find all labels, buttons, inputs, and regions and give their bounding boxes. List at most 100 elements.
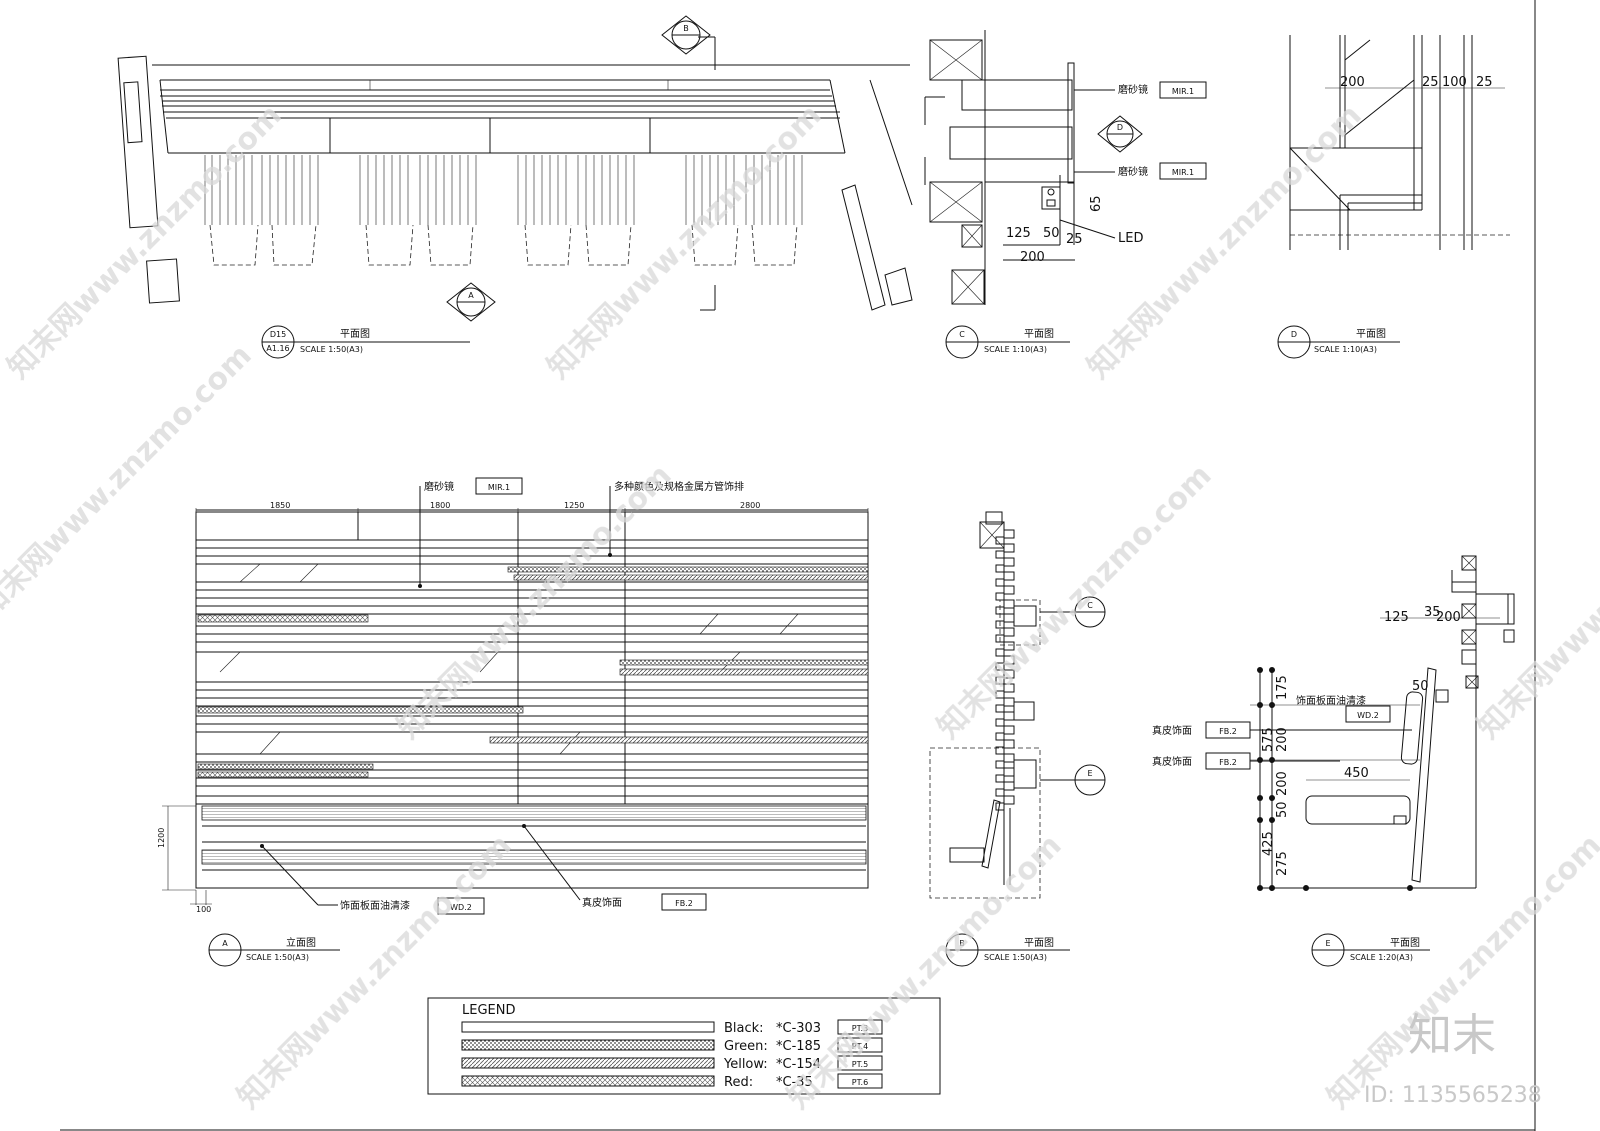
plan-d-annotations: 200 25 100 25 — [1340, 75, 1493, 90]
elev-dim-1200: 1200 — [157, 828, 166, 848]
strip-red-1 — [197, 614, 369, 623]
watermark-4: 知末网www.znzmo.com — [0, 338, 259, 626]
watermark-8: 知末网www.znzmo.com — [231, 828, 519, 1116]
plan-e-dim-425: 425 — [1261, 831, 1276, 856]
plan-c-scale: SCALE 1:10(A3) — [984, 345, 1047, 354]
plan-top-title: 平面图 — [340, 328, 370, 340]
plan-c-dim-25: 25 — [1066, 232, 1083, 247]
plan-c-tag-box-2 — [1159, 162, 1207, 180]
legend-item-4-code: *C-35 — [776, 1075, 813, 1090]
plan-c-tag-2: MIR.1 — [1172, 168, 1194, 177]
view-title-plan-d: D 平面图 SCALE 1:10(A3) — [1277, 325, 1400, 359]
elev-dim-100: 100 — [196, 905, 211, 914]
plan-c-title: 平面图 — [1024, 328, 1054, 340]
elev-top-dim-1: 1850 — [270, 501, 290, 510]
plan-b-title: 平面图 — [1024, 937, 1054, 949]
marker-e-label: E — [1087, 769, 1092, 778]
strip-green-4 — [197, 763, 374, 770]
section-marker-a: A — [446, 282, 496, 322]
elevation-a-drawing — [162, 508, 869, 905]
plan-c-tag-1: MIR.1 — [1172, 87, 1194, 96]
plan-e-note-wood: 饰面板面油清漆 — [1296, 694, 1366, 707]
bench-seat-leather — [201, 849, 867, 865]
section-marker-b: B — [661, 15, 715, 55]
legend-item-1-tag: PT.3 — [852, 1024, 868, 1033]
watermark-1: 知末网www.znzmo.com — [1, 98, 289, 386]
plan-e-annotations: 125 35 200 50 175 575 200 450 200 50 425… — [1152, 605, 1461, 876]
elev-tag-leather: FB.2 — [675, 899, 693, 908]
section-marker-e: E — [1074, 764, 1106, 796]
plan-d-scale: SCALE 1:10(A3) — [1314, 345, 1377, 354]
plan-e-dim-200c: 200 — [1275, 771, 1290, 796]
plan-e-tag-box-wood — [1345, 705, 1391, 723]
plan-top-scale: SCALE 1:50(A3) — [300, 345, 363, 354]
elev-note-wood: 饰面板面油清漆 — [340, 899, 410, 912]
plan-d-dim-100: 100 — [1442, 75, 1467, 90]
legend-item-4-tag: PT.6 — [852, 1078, 868, 1087]
detail-callout-e — [929, 747, 1041, 899]
watermark-9: 知末网www.znzmo.com — [781, 828, 1069, 1116]
legend-item-2-code: *C-185 — [776, 1039, 821, 1054]
legend-item-1-code: *C-303 — [776, 1021, 821, 1036]
elev-tag-box-mirror — [475, 477, 523, 495]
legend-swatch-red — [461, 1075, 715, 1087]
marker-d-label: D — [1117, 123, 1123, 132]
mirror-glass-marks — [219, 563, 799, 755]
legend: LEGEND Black: *C-303 Green: *C-185 Yello… — [427, 997, 941, 1095]
watermark-6: 知末网www.znzmo.com — [931, 458, 1219, 746]
strip-yellow-1 — [513, 574, 869, 581]
watermark-10: 知末网www.znzmo.com — [1321, 828, 1600, 1116]
plan-c-dim-50: 50 — [1043, 226, 1060, 241]
plan-e-note-leather-1: 真皮饰面 — [1152, 724, 1192, 737]
strip-green-2 — [619, 659, 869, 666]
plan-b-drawing — [929, 511, 1075, 899]
plan-e-dim-200b: 200 — [1275, 727, 1290, 752]
legend-swatch-yellow — [461, 1057, 715, 1069]
view-title-plan-top: D15 A1.16 平面图 SCALE 1:50(A3) — [261, 325, 470, 359]
marker-a-label: A — [468, 291, 474, 300]
elev-a-title: 立面图 — [286, 936, 316, 949]
image-id-label: ID: 1135565238 — [1364, 1083, 1542, 1108]
plan-c-dim-200: 200 — [1020, 250, 1045, 265]
plan-d-circle-top: D — [1291, 330, 1297, 339]
plan-e-note-leather-2: 真皮饰面 — [1152, 755, 1192, 768]
strip-yellow-3 — [489, 736, 869, 744]
strip-green-1 — [507, 566, 869, 573]
marker-c-label: C — [1087, 601, 1093, 610]
elev-tag-box-leather — [661, 893, 707, 911]
hanger-outlines — [209, 224, 798, 266]
plan-e-dim-125: 125 — [1384, 610, 1409, 625]
plan-top-circle-bottom: A1.16 — [266, 344, 289, 353]
marker-b-label: B — [683, 24, 689, 33]
elev-note-leather: 真皮饰面 — [582, 896, 622, 909]
plan-d-drawing — [1289, 35, 1510, 250]
plan-d-title: 平面图 — [1356, 328, 1386, 340]
strip-green-3 — [197, 706, 524, 714]
section-marker-c: C — [1074, 596, 1106, 628]
elev-note-mirror: 磨砂镜 — [424, 480, 454, 493]
elev-tag-wood: WD.2 — [450, 903, 472, 912]
plan-e-tag-leather-2: FB.2 — [1219, 758, 1237, 767]
plan-c-tag-box-1 — [1159, 81, 1207, 99]
legend-tag-box-1 — [837, 1019, 883, 1035]
plan-e-circle-top: E — [1325, 939, 1330, 948]
legend-tag-box-4 — [837, 1073, 883, 1089]
hanging-rods — [204, 155, 803, 225]
plan-e-dim-200a: 200 — [1436, 610, 1461, 625]
plan-b-scale: SCALE 1:50(A3) — [984, 953, 1047, 962]
elevation-slats — [196, 539, 868, 805]
legend-item-2-label: Green: — [724, 1039, 768, 1054]
plan-c-annotations: 磨砂镜 MIR.1 磨砂镜 MIR.1 LED 65 125 50 25 200 — [1006, 81, 1207, 265]
elev-top-dim-2: 1800 — [430, 501, 450, 510]
elevation-a-annotations: 磨砂镜 MIR.1 多种颜色及规格金属方管饰排 饰面板面油清漆 WD.2 真皮饰… — [157, 477, 760, 915]
elev-tag-box-wood — [437, 897, 485, 915]
detail-callout-c — [999, 599, 1041, 646]
legend-item-3-label: Yellow: — [723, 1057, 768, 1072]
plan-d-dim-25b: 25 — [1476, 75, 1493, 90]
legend-item-2-tag: PT.4 — [852, 1042, 868, 1051]
plan-d-dim-25a: 25 — [1422, 75, 1439, 90]
legend-swatch-green — [461, 1039, 715, 1051]
legend-title: LEGEND — [462, 1003, 515, 1018]
plan-e-scale: SCALE 1:20(A3) — [1350, 953, 1413, 962]
